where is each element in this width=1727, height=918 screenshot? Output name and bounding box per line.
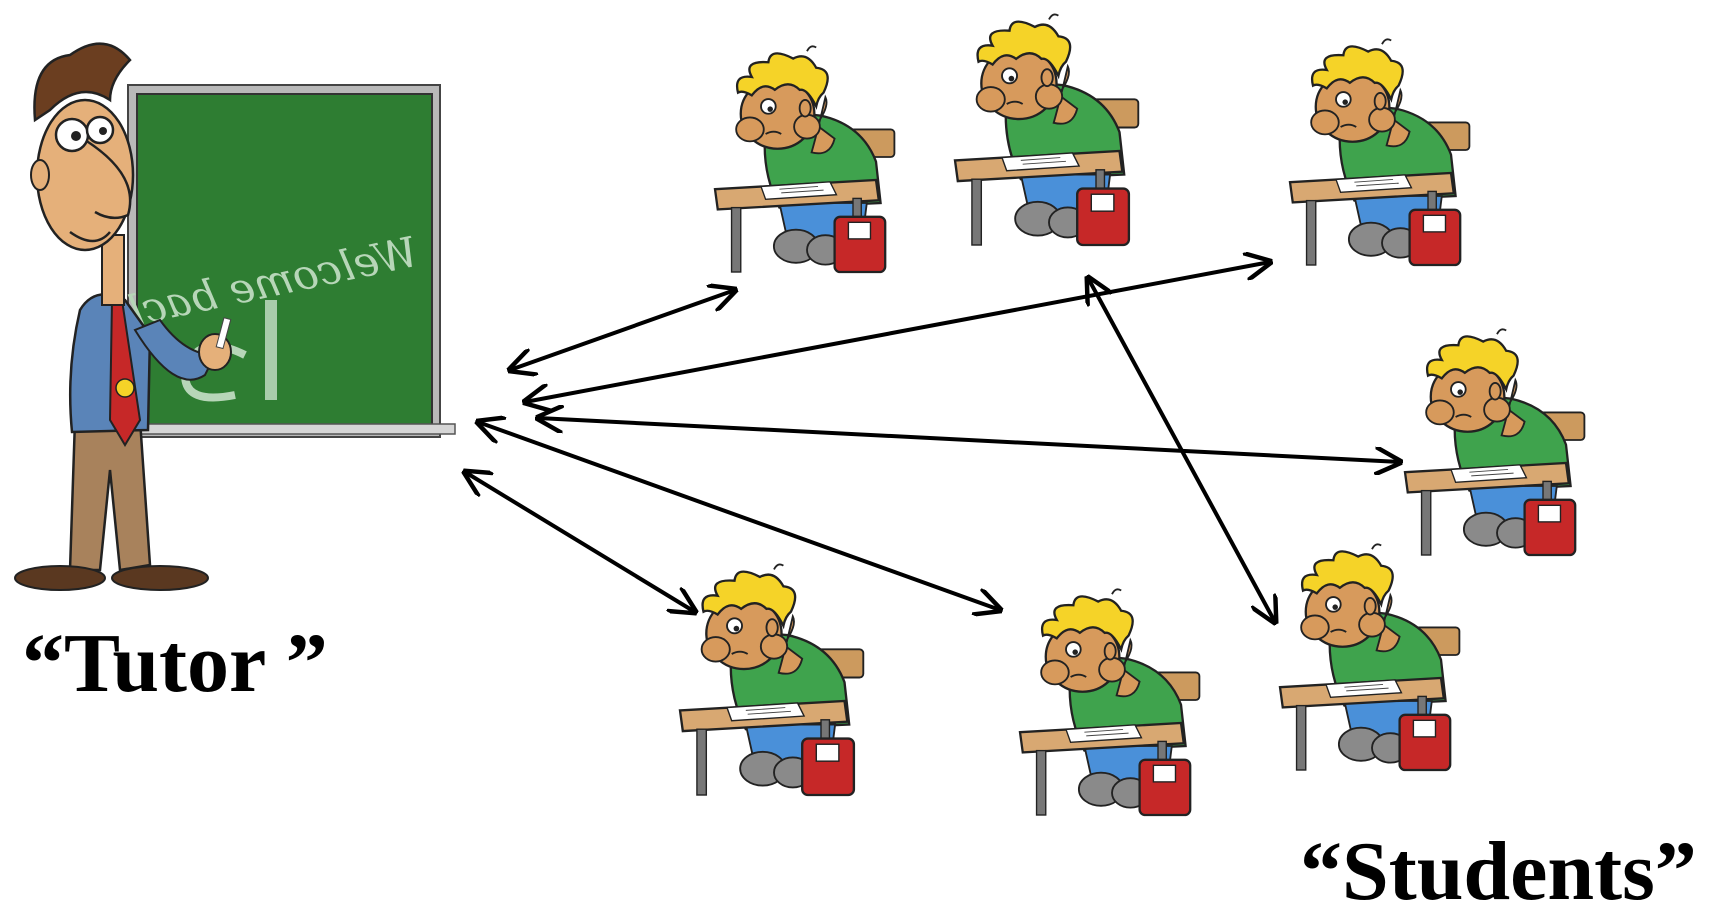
tutor-figure-icon: Welcome back! xyxy=(14,42,456,591)
student-5-icon xyxy=(678,563,865,797)
connection-arrows xyxy=(465,262,1400,622)
students-label: “Students” xyxy=(1300,825,1697,918)
student-6-icon xyxy=(1018,588,1201,817)
student-7-icon xyxy=(1278,543,1461,772)
student-4-icon xyxy=(1403,328,1586,557)
tutor-label: “Tutor ” xyxy=(22,617,328,710)
arrow-tutor-student-3 xyxy=(525,262,1270,402)
arrow-tutor-student-6 xyxy=(478,422,1000,610)
student-3-icon xyxy=(1288,38,1471,267)
student-1-icon xyxy=(713,45,896,274)
student-2-icon xyxy=(953,13,1140,247)
arrow-tutor-student-5 xyxy=(465,472,695,612)
arrow-tutor-student-1 xyxy=(510,290,735,370)
arrow-tutor-student-4 xyxy=(538,418,1400,462)
arrow-student-2-student-7 xyxy=(1088,278,1275,622)
